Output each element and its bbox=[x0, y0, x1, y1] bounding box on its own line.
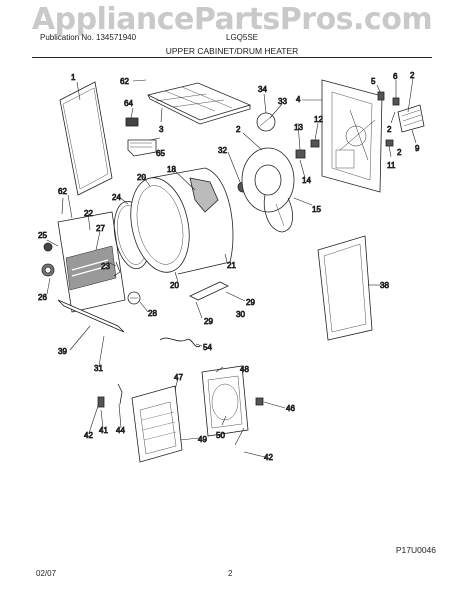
callout-25: 25 bbox=[38, 231, 47, 240]
callout-23: 23 bbox=[101, 262, 110, 271]
callout-62-front: 62 bbox=[58, 187, 67, 196]
callout-27: 27 bbox=[96, 224, 105, 233]
part-side-panel bbox=[317, 235, 373, 341]
part-top-panel bbox=[59, 81, 113, 196]
callout-38: 38 bbox=[380, 281, 389, 290]
callout-62-top: 62 bbox=[120, 77, 129, 86]
footer-date: 02/07 bbox=[36, 569, 57, 578]
callout-2-mid: 2 bbox=[387, 125, 392, 134]
callout-14: 14 bbox=[302, 176, 311, 185]
callout-13: 13 bbox=[294, 123, 303, 132]
part-bearing bbox=[295, 149, 306, 159]
callout-48: 48 bbox=[240, 365, 249, 374]
diagram-code: P17U0046 bbox=[395, 545, 436, 555]
callout-5: 5 bbox=[371, 77, 376, 86]
callout-33: 33 bbox=[278, 97, 287, 106]
callout-46: 46 bbox=[286, 404, 295, 413]
callout-3: 3 bbox=[159, 125, 164, 134]
callout-22: 22 bbox=[84, 209, 93, 218]
callout-11: 11 bbox=[387, 161, 396, 170]
part-thermostat bbox=[125, 117, 157, 157]
callout-47: 47 bbox=[174, 373, 183, 382]
callout-15: 15 bbox=[312, 205, 321, 214]
section-title: UPPER CABINET/DRUM HEATER bbox=[165, 46, 299, 56]
leader-lines bbox=[46, 77, 417, 458]
callout-20-bottom: 20 bbox=[170, 281, 179, 290]
part-toe-panel bbox=[57, 299, 125, 333]
callout-64: 64 bbox=[124, 99, 133, 108]
callout-29-upper: 29 bbox=[246, 298, 255, 307]
callout-44: 44 bbox=[116, 426, 125, 435]
callout-32: 32 bbox=[218, 146, 227, 155]
model-label: LGQ5SE bbox=[226, 33, 259, 42]
header-rule bbox=[32, 57, 432, 58]
callout-9: 9 bbox=[415, 144, 420, 153]
callout-20-top: 20 bbox=[137, 173, 146, 182]
callout-28: 28 bbox=[148, 309, 157, 318]
page-number: 2 bbox=[228, 569, 233, 578]
callout-18: 18 bbox=[167, 165, 176, 174]
part-front-panel bbox=[41, 211, 126, 313]
part-filter-panel bbox=[146, 82, 252, 125]
callout-2-heater: 2 bbox=[236, 125, 241, 134]
callout-2-low: 2 bbox=[397, 148, 402, 157]
callout-41: 41 bbox=[99, 426, 108, 435]
callout-1: 1 bbox=[71, 73, 76, 82]
part-door-inner bbox=[131, 385, 183, 463]
publication-label: Publication No. 134571940 bbox=[40, 33, 137, 42]
part-rear-panel bbox=[321, 79, 383, 193]
part-drum bbox=[130, 167, 234, 275]
callout-42-right: 42 bbox=[264, 453, 273, 462]
callout-39: 39 bbox=[58, 347, 67, 356]
part-drum-heater bbox=[237, 147, 295, 233]
callout-24: 24 bbox=[112, 193, 121, 202]
callout-34: 34 bbox=[258, 85, 267, 94]
part-bracket bbox=[189, 281, 229, 301]
callout-50: 50 bbox=[216, 431, 225, 440]
callout-21: 21 bbox=[227, 261, 236, 270]
watermark: AppliancePartsPros.com bbox=[31, 2, 433, 37]
callout-31: 31 bbox=[94, 364, 103, 373]
callout-65: 65 bbox=[156, 149, 165, 158]
part-wire-harness bbox=[159, 337, 201, 348]
callout-26: 26 bbox=[38, 293, 47, 302]
callout-12: 12 bbox=[314, 115, 323, 124]
callout-30: 30 bbox=[236, 310, 245, 319]
callout-2-top: 2 bbox=[410, 71, 415, 80]
callout-29-lower: 29 bbox=[204, 317, 213, 326]
callout-54: 54 bbox=[203, 343, 212, 352]
callout-6: 6 bbox=[393, 72, 398, 81]
callout-42-left: 42 bbox=[84, 431, 93, 440]
part-door-outer bbox=[201, 365, 249, 437]
callout-49: 49 bbox=[198, 435, 207, 444]
callout-4: 4 bbox=[296, 95, 301, 104]
